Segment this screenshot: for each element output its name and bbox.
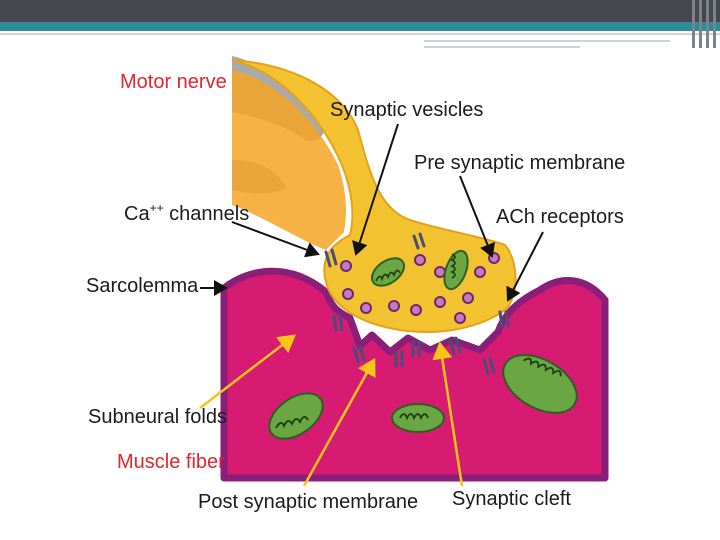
synaptic-vesicles-label: Synaptic vesicles — [330, 100, 483, 120]
vesicle-icon — [389, 301, 399, 311]
vesicle-icon — [455, 313, 465, 323]
mitochondrion-icon — [392, 404, 444, 432]
ca-channels-label: Ca++ channels — [124, 204, 249, 224]
ca-channels-label-base: Ca — [124, 203, 150, 225]
vesicle-icon — [463, 293, 473, 303]
post-synaptic-membrane-label: Post synaptic membrane — [198, 492, 418, 512]
sarcolemma-label: Sarcolemma — [86, 276, 198, 296]
vesicle-icon — [475, 267, 485, 277]
vesicle-icon — [341, 261, 351, 271]
vesicle-icon — [361, 303, 371, 313]
subneural-folds-label: Subneural folds — [88, 407, 227, 427]
ach-receptors-label: ACh receptors — [496, 207, 624, 227]
pre-synaptic-membrane-label: Pre synaptic membrane — [414, 153, 625, 173]
vesicle-icon — [411, 305, 421, 315]
synaptic-cleft-label: Synaptic cleft — [452, 489, 571, 509]
muscle-fiber-label: Muscle fiber — [117, 452, 225, 472]
vesicle-icon — [435, 297, 445, 307]
motor-nerve-label: Motor nerve — [120, 72, 227, 92]
vesicle-icon — [343, 289, 353, 299]
vesicle-icon — [415, 255, 425, 265]
ca-channels-label-superscript: ++ — [150, 201, 164, 215]
ca-channels-label-rest: channels — [164, 203, 250, 225]
